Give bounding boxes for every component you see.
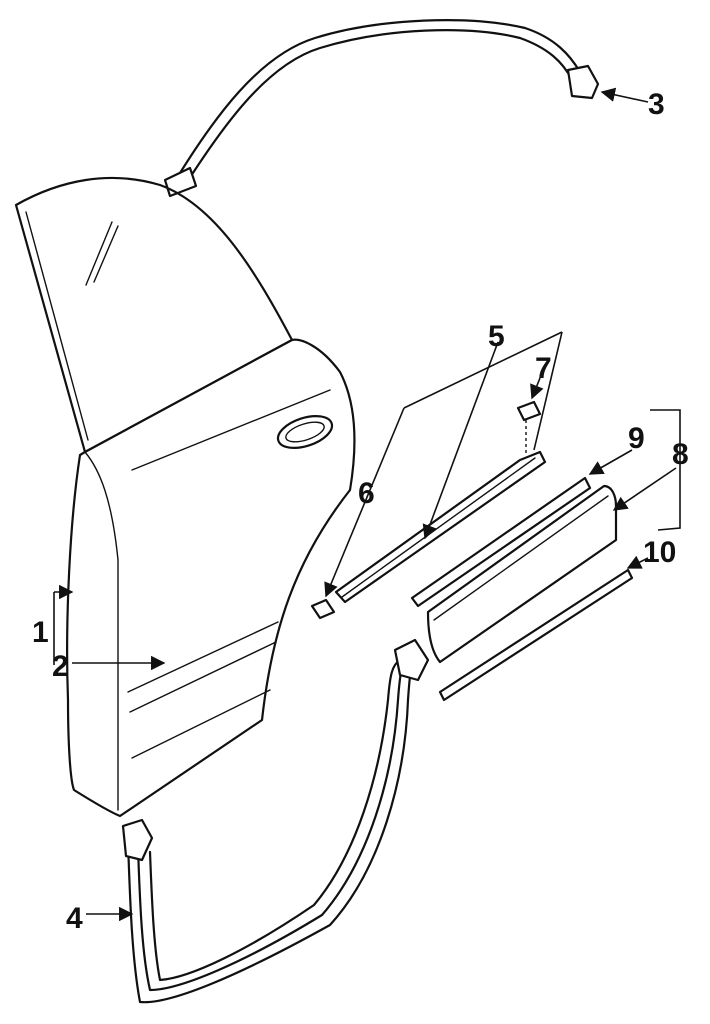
callout-7: 7 [535,352,552,385]
lower-weatherstrip [121,638,430,1004]
upper-weatherstrip [163,19,600,198]
door-glass [14,176,294,454]
callout-labels: 1 2 3 4 5 6 7 8 9 10 [32,88,689,935]
callout-1: 1 [32,616,49,649]
callout-10: 10 [643,536,676,569]
clips [310,400,542,620]
side-molding-strip [410,476,592,608]
belt-molding [334,450,547,604]
callout-3: 3 [648,88,665,121]
lower-molding-strip [438,568,634,702]
callout-6: 6 [358,477,375,510]
callout-8: 8 [672,438,689,471]
leader-lines [53,87,681,922]
callout-5: 5 [488,320,505,353]
callout-9: 9 [628,422,645,455]
callout-2: 2 [52,650,69,683]
side-molding [426,484,618,664]
callout-4: 4 [66,902,83,935]
door-shell [66,338,356,818]
